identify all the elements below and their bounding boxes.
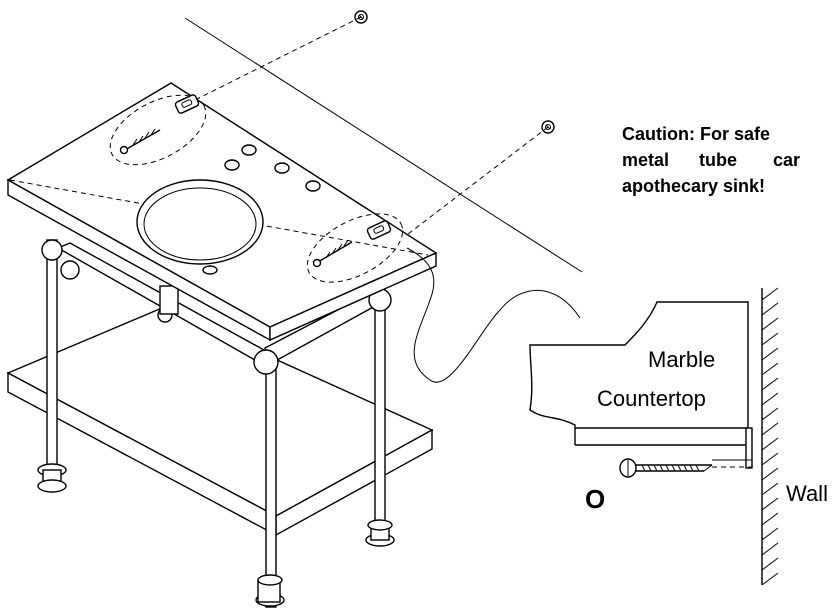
screw-icon [312, 239, 353, 268]
sink-stand [6, 82, 438, 608]
screw-icon [119, 128, 161, 155]
wall-label: Wall [786, 481, 828, 506]
wall-detail: Marble Countertop Wall O [529, 287, 828, 586]
detail-leader-line [406, 247, 581, 383]
material-label-line1: Marble [648, 347, 715, 372]
screw-icon [619, 458, 713, 478]
wall-line [184, 17, 583, 273]
material-label-line2: Countertop [597, 386, 706, 411]
callout-letter: O [585, 484, 605, 514]
caution-note: Caution: For safe metal tube car apothec… [622, 124, 800, 196]
wall-bracket-icon [366, 220, 392, 240]
caution-line-2a: metal [622, 150, 669, 170]
caution-line-2b: tube [699, 150, 737, 170]
wall-bracket-icon [174, 94, 200, 114]
caution-line-2c: car [773, 150, 800, 170]
alignment-line [184, 16, 362, 106]
caution-line-1: Caution: For safe [622, 124, 770, 144]
caution-line-3: apothecary sink! [622, 176, 765, 196]
